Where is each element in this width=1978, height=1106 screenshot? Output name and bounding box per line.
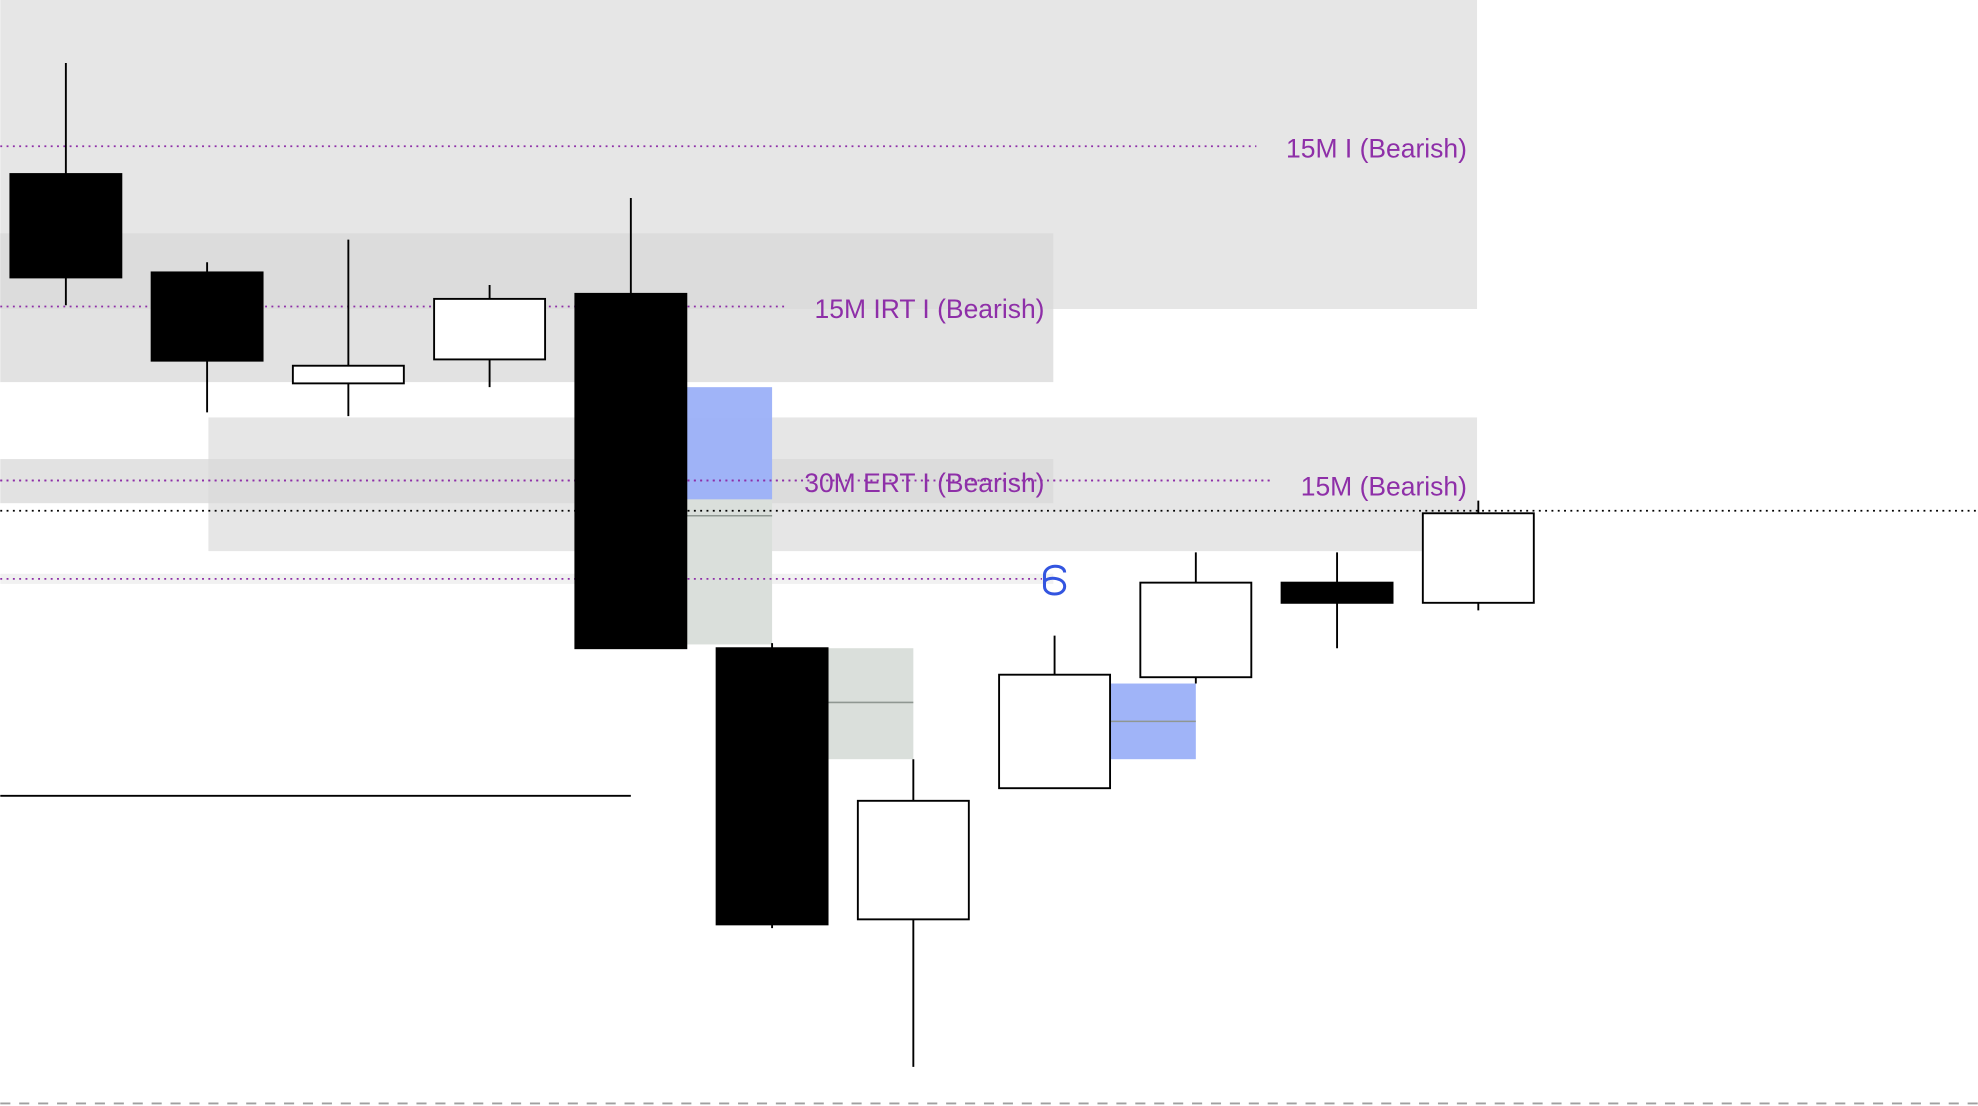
candle-body-7 bbox=[998, 673, 1112, 790]
candle-body-10 bbox=[1421, 512, 1535, 604]
gap-box-0 bbox=[686, 387, 773, 500]
candle-body-0 bbox=[9, 173, 123, 279]
candles-layer bbox=[9, 63, 1535, 1067]
candle-body-3 bbox=[433, 297, 547, 361]
gap-box-2 bbox=[827, 648, 914, 760]
level-label-1: 15M IRT I (Bearish) bbox=[815, 294, 1045, 324]
gaps-layer bbox=[686, 387, 1196, 760]
gap-box-1 bbox=[686, 499, 773, 645]
level-label-2: 15M (Bearish) bbox=[1301, 472, 1467, 502]
candle-body-1 bbox=[150, 271, 264, 362]
loop-marker-icon bbox=[1042, 564, 1067, 596]
level-label-3: 30M ERT I (Bearish) bbox=[804, 468, 1044, 498]
level-label-0: 15M I (Bearish) bbox=[1286, 134, 1467, 164]
candle-body-6 bbox=[856, 799, 970, 921]
zone-4 bbox=[0, 573, 1054, 584]
candle-body-2 bbox=[291, 364, 405, 385]
labels-layer: 15M I (Bearish) 15M IRT I (Bearish) 15M (B… bbox=[804, 134, 1467, 596]
candle-body-9 bbox=[1280, 581, 1394, 604]
candle-body-5 bbox=[715, 647, 829, 926]
levels-layer bbox=[0, 145, 1978, 1105]
candle-body-8 bbox=[1139, 581, 1253, 679]
candle-body-4 bbox=[574, 292, 688, 650]
